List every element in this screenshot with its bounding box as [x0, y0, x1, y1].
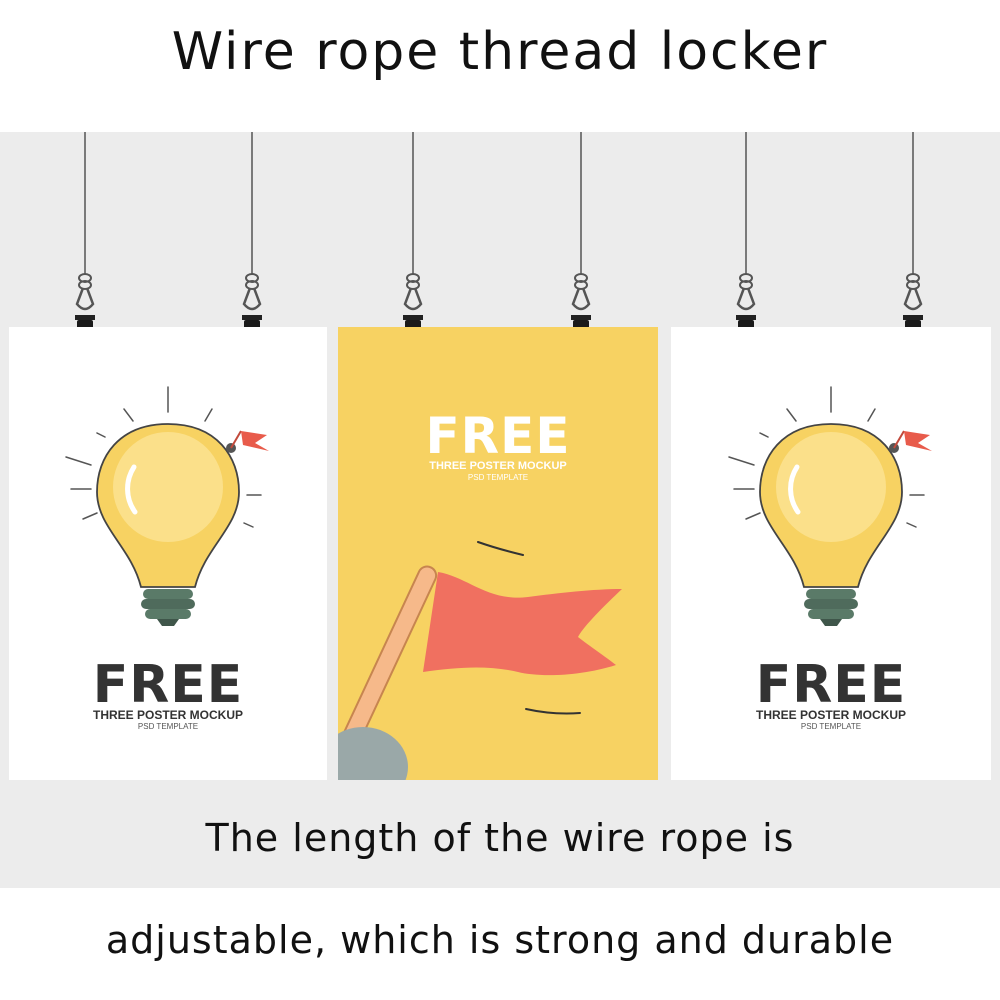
- poster-right: FREE THREE POSTER MOCKUP PSD TEMPLATE: [671, 327, 991, 780]
- poster-subline: THREE POSTER MOCKUP: [755, 708, 906, 722]
- poster-subline: THREE POSTER MOCKUP: [429, 460, 567, 472]
- flag-icon: [338, 541, 622, 780]
- poster-headline: FREE: [755, 655, 907, 715]
- poster-subline: THREE POSTER MOCKUP: [92, 708, 243, 722]
- wire-rope-icon: [734, 132, 758, 334]
- flag-icon: [230, 430, 242, 449]
- poster-left: FREE THREE POSTER MOCKUP PSD TEMPLATE: [9, 327, 327, 780]
- wire-rope-icon: [569, 132, 593, 334]
- wire-rope-icon: [240, 132, 264, 334]
- poster-headline: FREE: [92, 655, 244, 715]
- wire-rope-icon: [401, 132, 425, 334]
- poster-headline: FREE: [425, 407, 571, 465]
- poster-tagline: PSD TEMPLATE: [800, 722, 862, 731]
- light-bulb-icon: [728, 386, 932, 626]
- flag-icon: [893, 430, 905, 449]
- flag-icon: [904, 431, 932, 451]
- poster-tagline: PSD TEMPLATE: [467, 473, 529, 482]
- poster-tagline: PSD TEMPLATE: [137, 722, 199, 731]
- wire-rope-icon: [901, 132, 925, 334]
- page-title: Wire rope thread locker: [171, 22, 829, 82]
- poster-middle: FREE THREE POSTER MOCKUP PSD TEMPLATE: [338, 327, 658, 780]
- flag-icon: [241, 431, 269, 451]
- poster-scene: FREE THREE POSTER MOCKUP PSD TEMPLATE FR…: [0, 132, 1000, 888]
- wire-rope-icon: [73, 132, 97, 334]
- caption-line-1: The length of the wire rope is: [205, 816, 795, 860]
- caption-line-2: adjustable, which is strong and durable: [105, 918, 895, 962]
- light-bulb-icon: [65, 386, 269, 626]
